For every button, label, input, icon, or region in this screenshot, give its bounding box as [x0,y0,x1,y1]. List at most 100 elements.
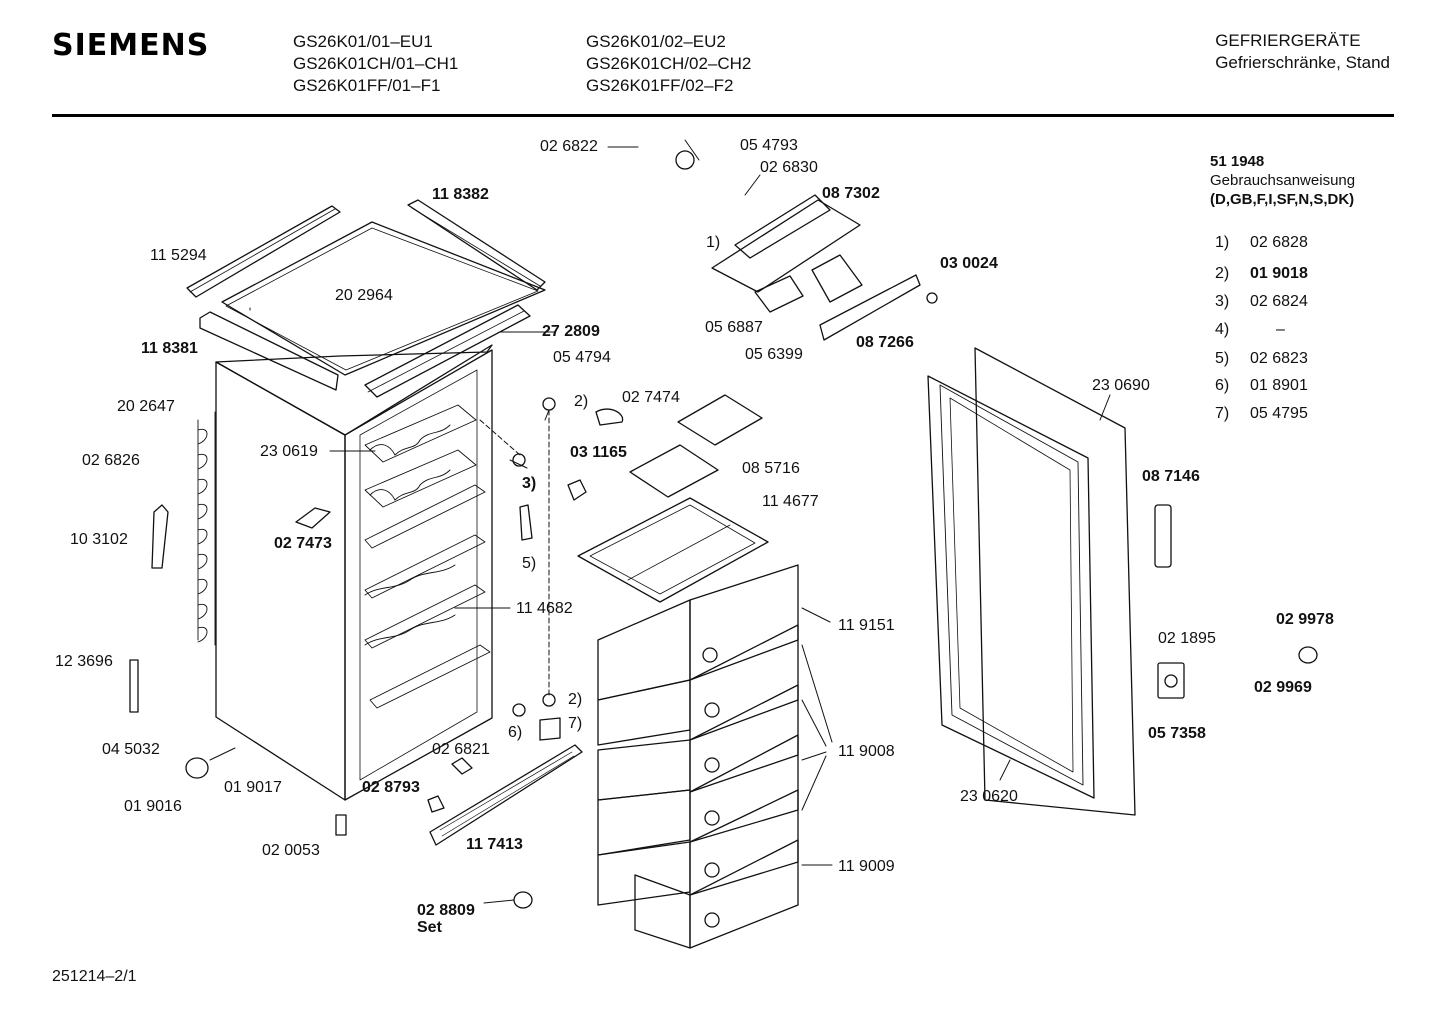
legend-key: 6) [1215,377,1230,394]
part-label: 05 7358 [1148,725,1206,742]
model-list-2: GS26K01/02–EU2 GS26K01CH/02–CH2 GS26K01F… [586,31,751,97]
part-label: 11 9151 [838,617,895,634]
part-key-label: 7) [568,715,583,732]
model-number: GS26K01/01–EU1 [293,32,433,51]
manual-number: 51 1948 [1210,153,1265,170]
part-label: 11 4677 [762,493,819,510]
part-label: 05 6887 [705,319,763,336]
part-label: 11 5294 [150,247,207,264]
manual-title: Gebrauchsanweisung [1210,172,1356,189]
top-cover [222,222,545,375]
part-label: 11 8381 [141,340,198,357]
model-number: GS26K01FF/02–F2 [586,76,734,95]
part-label: 23 0690 [1092,377,1150,394]
part-label: 04 5032 [102,741,160,758]
model-number: GS26K01FF/01–F1 [293,76,441,95]
legend-key: 1) [1215,234,1230,251]
part-label: 02 6821 [432,741,490,758]
legend-part-number: 02 6828 [1250,234,1308,251]
part-label: 05 4793 [740,137,798,154]
part-label: 20 2964 [335,287,393,304]
model-list-1: GS26K01/01–EU1 GS26K01CH/01–CH1 GS26K01F… [293,31,458,97]
category-subtitle: Gefrierschränke, Stand [1215,53,1390,72]
part-label: 01 9017 [224,779,282,796]
cabinet-body [216,345,492,800]
header-divider [52,114,1394,117]
cold-packs [630,395,762,497]
legend-part-number: – [1276,321,1285,338]
category-block: GEFRIERGERÄTE Gefrierschränke, Stand [1215,30,1390,74]
part-label: 02 1895 [1158,630,1216,647]
legend-row: 2) 01 9018 [1215,265,1308,283]
part-label: 27 2809 [542,323,600,340]
model-number: GS26K01CH/01–CH1 [293,54,459,73]
part-key-label: 2) [574,393,589,410]
part-label: 03 1165 [570,444,627,461]
part-label: 02 0053 [262,842,320,859]
part-key-label: 1) [706,234,721,251]
part-label: 02 9969 [1254,679,1312,696]
part-label: 01 9016 [124,798,182,815]
part-label: 02 6822 [540,138,598,155]
part-label: Set [417,919,442,936]
legend-row: 3)02 6824 [1215,293,1308,311]
part-label: 12 3696 [55,653,113,670]
legend-part-number: 01 8901 [1250,377,1308,394]
part-label: 10 3102 [70,531,128,548]
part-key-label: 2) [568,691,583,708]
part-label: 02 8793 [362,779,420,796]
part-label: 02 9978 [1276,611,1334,628]
part-label: 08 7146 [1142,468,1200,485]
part-label: 08 7302 [822,185,880,202]
part-label: 20 2647 [117,398,175,415]
part-key-label: 6) [508,724,523,741]
kick-plate [430,745,582,845]
small-parts [130,398,1317,908]
part-label: 11 9009 [838,858,895,875]
legend-part-number: 01 9018 [1250,265,1308,282]
legend-part-number: 02 6823 [1250,350,1308,367]
condenser-coil [198,412,215,645]
wire-shelves [365,405,490,708]
legend-key: 5) [1215,350,1230,367]
legend-row: 4) – [1215,321,1285,339]
top-rail-left [187,206,340,297]
legend-key: 3) [1215,293,1230,310]
model-number: GS26K01CH/02–CH2 [586,54,752,73]
part-key-label: 3) [522,475,537,492]
part-label: 02 7473 [274,535,332,552]
part-label: 11 4682 [516,600,573,617]
legend-row: 5) 02 6823 [1215,350,1308,368]
part-label: 05 6399 [745,346,803,363]
part-label: 02 6826 [82,452,140,469]
legend-key: 4) [1215,321,1230,338]
part-label: 02 6830 [760,159,818,176]
part-label: 02 8809 [417,902,475,919]
control-housing [676,151,937,340]
part-label: 11 7413 [466,836,523,853]
part-label: 23 0619 [260,443,318,460]
legend-key: 2) [1215,265,1230,282]
leader-lines [210,140,1110,903]
brand-logo: SIEMENS [52,28,210,63]
legend-row: 6) 01 8901 [1215,377,1308,395]
legend-key: 7) [1215,405,1230,422]
front-trim [200,305,530,397]
part-key-label: 5) [522,555,537,572]
part-label: 11 9008 [838,743,895,760]
part-label: 08 7266 [856,334,914,351]
part-label: 23 0620 [960,788,1018,805]
part-label: 11 8382 [432,186,489,203]
door [928,348,1135,815]
category-title: GEFRIERGERÄTE [1215,31,1361,50]
part-label: 03 0024 [940,255,998,272]
manual-languages: (D,GB,F,I,SF,N,S,DK) [1210,191,1355,208]
part-label: 02 7474 [622,389,680,406]
part-label: 05 4794 [553,349,611,366]
manual-reference: 51 1948 Gebrauchsanweisung (D,GB,F,I,SF,… [1210,152,1355,209]
part-label: 08 5716 [742,460,800,477]
glass-shelf [578,498,768,602]
legend-part-number: 05 4795 [1250,405,1308,422]
drawing-code: 251214–2/1 [52,968,137,985]
